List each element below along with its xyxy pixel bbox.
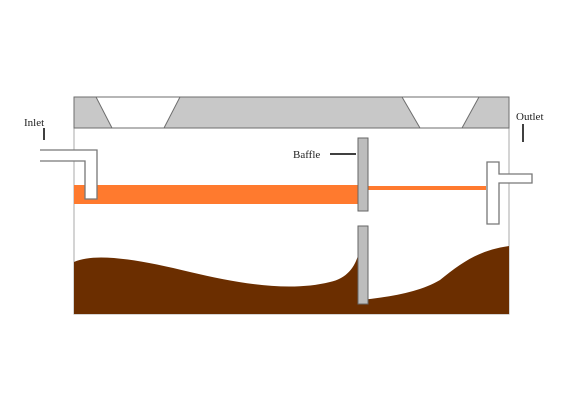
baffle-label: Baffle [293,149,320,161]
outlet-pipe [486,161,533,225]
inlet-pipe [40,149,98,200]
baffle-upper [357,137,369,212]
outlet-label: Outlet [516,111,544,123]
access-opening-right [401,96,480,129]
scum-layer-right [368,186,486,190]
sludge-layer [74,246,509,314]
baffle-lower [357,225,369,305]
access-opening-left [95,96,181,129]
inlet-label: Inlet [24,117,44,129]
scum-layer-left [74,185,358,204]
